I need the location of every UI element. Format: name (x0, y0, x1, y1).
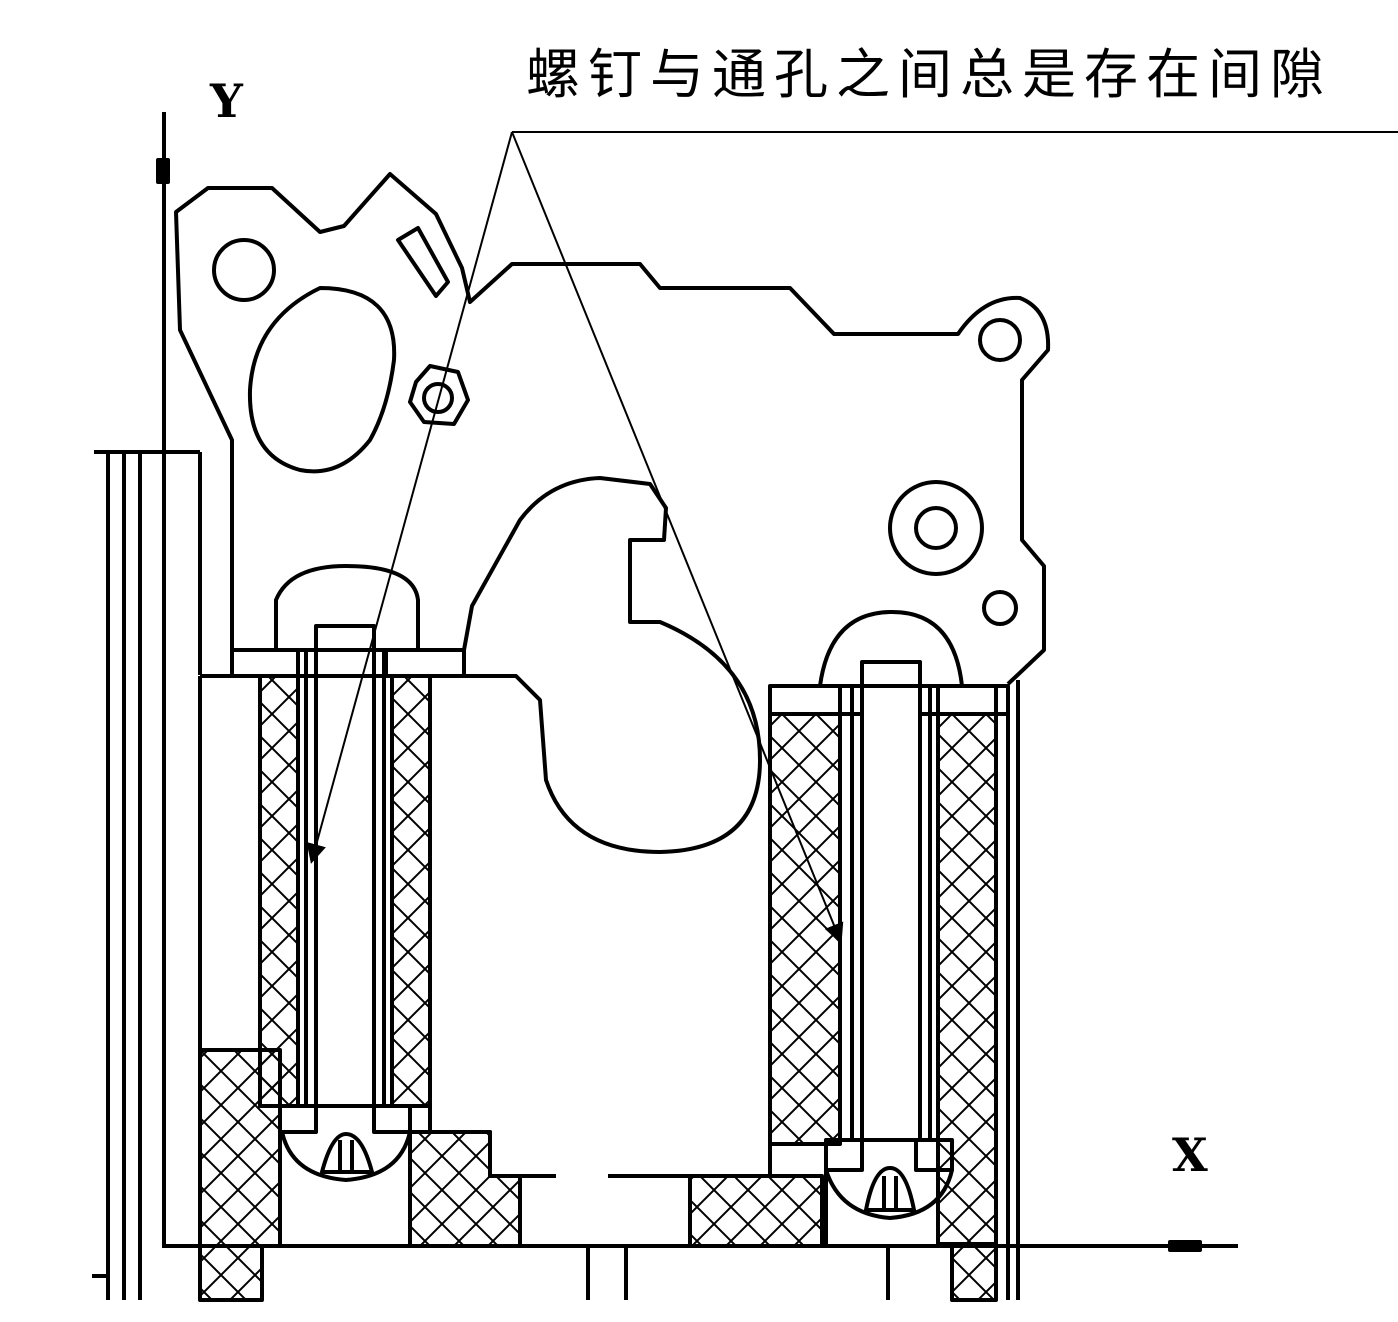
left-hatch-right-base (408, 1130, 522, 1248)
bracket-outline (174, 172, 1051, 686)
left-screw-slot (320, 1132, 374, 1174)
hole-right-small (982, 590, 1018, 626)
right-screw-arch (818, 610, 964, 687)
hole-right-top (978, 318, 1022, 362)
right-hatch-base (688, 1174, 824, 1248)
left-hatch-inner (390, 674, 432, 1108)
right-hatch-inner (936, 712, 998, 1246)
y-axis-label: Y (210, 74, 243, 128)
left-rails (92, 450, 202, 1300)
left-plate-r (384, 648, 466, 678)
right-hatch-outer (768, 712, 842, 1146)
central-cutout (462, 476, 762, 854)
right-screw-shank (860, 660, 922, 1142)
left-screw-arch (274, 564, 420, 650)
left-hatch-base (198, 1048, 282, 1248)
left-washer-r (372, 1104, 412, 1134)
right-washer-r (914, 1138, 954, 1172)
hole-right-mid-outer (888, 480, 984, 576)
leader-lines (306, 131, 1398, 944)
left-screw-shank (314, 624, 376, 1108)
bracket-tab (396, 226, 450, 298)
left-hatch-outer (258, 674, 300, 1108)
right-screw-slot (864, 1166, 916, 1212)
left-block-step (430, 1130, 556, 1178)
hole-large-oval (247, 286, 397, 474)
y-axis (156, 112, 170, 1248)
right-washer-l (824, 1138, 864, 1172)
right-screw-head (824, 1169, 954, 1220)
hex-nut-bore (422, 382, 454, 414)
left-washer-l (278, 1104, 318, 1134)
right-hatch-foot (950, 1244, 998, 1302)
right-plate-l (768, 684, 864, 716)
left-screw-head (280, 1131, 412, 1182)
annotation-text: 螺钉与通孔之间总是存在间隙 (526, 43, 1332, 106)
left-plate-l (230, 648, 300, 678)
hex-nut (408, 364, 470, 426)
left-hatch-foot (198, 1244, 264, 1302)
hole-right-mid-inner (914, 506, 958, 550)
hole-small-top-left (212, 238, 276, 302)
x-axis-label: X (1172, 1128, 1208, 1182)
